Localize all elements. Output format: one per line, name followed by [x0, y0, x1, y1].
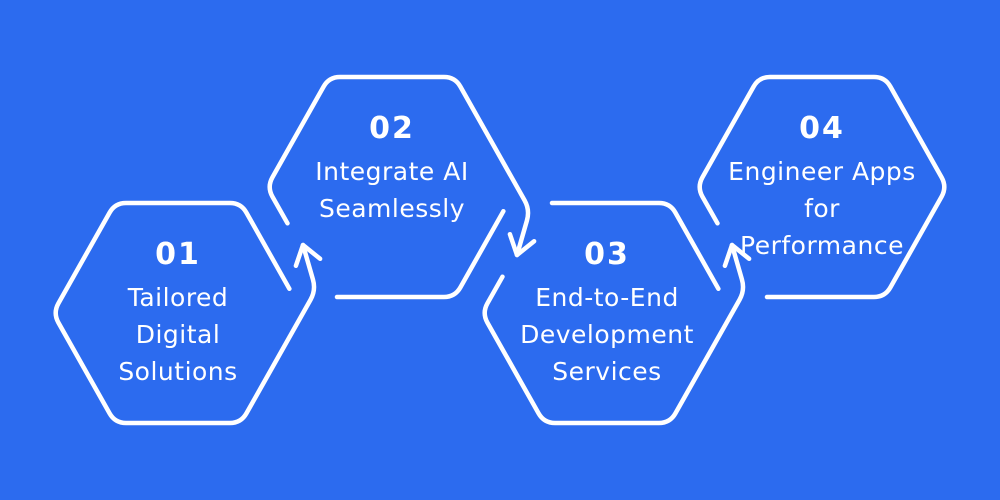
step-4-label-line: Performance [740, 231, 904, 260]
hexagon-3-outline-and-arrow [482, 242, 746, 426]
step-3-label-line: Development [520, 320, 694, 349]
hexagon-2-outline-and-arrow [267, 74, 531, 258]
arrowhead-1-to-2 [293, 242, 323, 269]
hexagon-1-outline-and-arrow [53, 200, 317, 426]
step-3-number: 03 [584, 237, 630, 272]
step-1-label-line: Solutions [118, 357, 238, 386]
hexagon-3-top-stub [549, 200, 721, 292]
hexagon-2-bottom-stub [334, 208, 506, 300]
step-1-number: 01 [155, 237, 201, 272]
arrowhead-3-to-4 [722, 242, 752, 269]
step-2-number: 02 [369, 111, 415, 146]
hexagon-4-outline [697, 74, 947, 300]
step-1-label-line: Digital [135, 320, 221, 349]
step-1-label-line: Tailored [127, 283, 229, 312]
step-4-text: 04 Engineer Apps for Performance [692, 111, 952, 264]
step-4-label-line: Engineer Apps [728, 157, 916, 186]
arrowhead-2-to-3 [507, 231, 537, 258]
step-3-label-line: Services [552, 357, 662, 386]
step-2-label-line: Seamlessly [318, 194, 466, 223]
step-2-text: 02 Integrate AI Seamlessly [262, 111, 522, 227]
step-3-label-line: End-to-End [535, 283, 679, 312]
step-3-text: 03 End-to-End Development Services [477, 237, 737, 390]
step-2-label-line: Integrate AI [315, 157, 469, 186]
step-4-label-line: for [804, 194, 840, 223]
step-1-text: 01 Tailored Digital Solutions [48, 237, 308, 390]
step-4-number: 04 [799, 111, 845, 146]
